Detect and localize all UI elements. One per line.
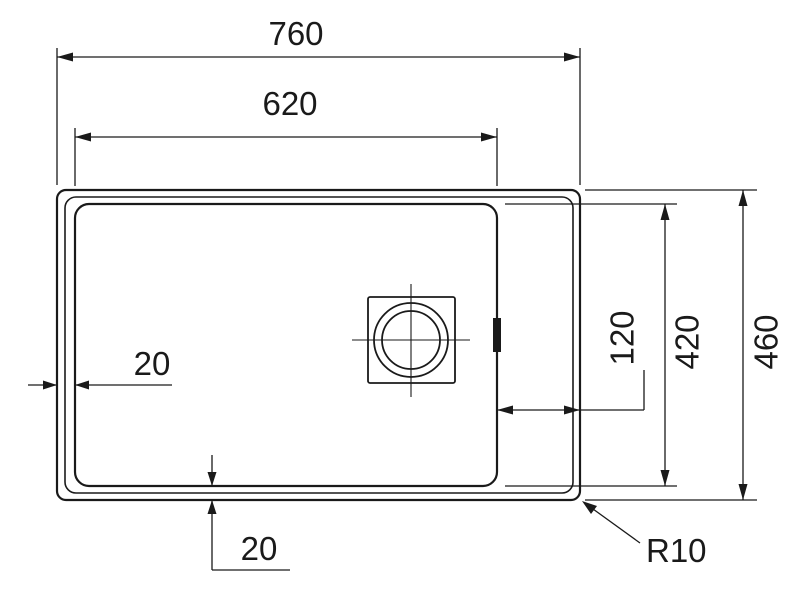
arrowhead-top xyxy=(660,204,670,220)
arrowhead-right xyxy=(564,52,580,62)
dim-label-overall-width: 760 xyxy=(268,15,323,52)
dim-overall-depth: 460 xyxy=(585,189,785,501)
drain xyxy=(352,284,470,397)
dim-label-corner-radius: R10 xyxy=(646,532,707,569)
sink-outline xyxy=(55,188,582,502)
dim-label-bowl-width: 620 xyxy=(262,85,317,122)
sink-outer-edge xyxy=(55,188,582,502)
dim-corner-radius: R10 xyxy=(582,501,707,569)
arrowhead-left xyxy=(57,52,73,62)
arrowhead-right xyxy=(481,132,497,142)
arrowhead-leader xyxy=(582,501,597,514)
dim-label-left-margin: 20 xyxy=(134,345,171,382)
overflow-mark xyxy=(493,318,501,352)
dim-left-margin: 20 xyxy=(28,345,172,390)
dim-label-bottom-margin: 20 xyxy=(241,530,278,567)
dim-right-deck: 120 xyxy=(497,310,645,415)
arrowhead-up xyxy=(207,500,217,514)
arrowhead-left xyxy=(497,405,513,415)
dim-label-bowl-depth: 420 xyxy=(669,314,706,369)
dim-label-right-deck: 120 xyxy=(604,310,641,365)
dim-label-overall-depth: 460 xyxy=(748,314,785,369)
arrowhead-left xyxy=(75,132,91,142)
leader-line xyxy=(592,508,641,544)
arrowhead-right xyxy=(564,405,580,415)
arrowhead-bottom xyxy=(738,484,748,500)
dim-bottom-margin: 20 xyxy=(207,455,290,571)
dim-overall-width: 760 xyxy=(56,15,581,185)
arrowhead-left xyxy=(75,380,89,390)
arrowhead-bottom xyxy=(660,470,670,486)
dim-bowl-depth: 420 xyxy=(505,203,706,487)
sink-rim-line xyxy=(64,196,574,494)
dim-bowl-width: 620 xyxy=(74,85,498,186)
arrowhead-top xyxy=(738,190,748,206)
arrowhead-right xyxy=(43,380,57,390)
arrowhead-down xyxy=(207,472,217,486)
